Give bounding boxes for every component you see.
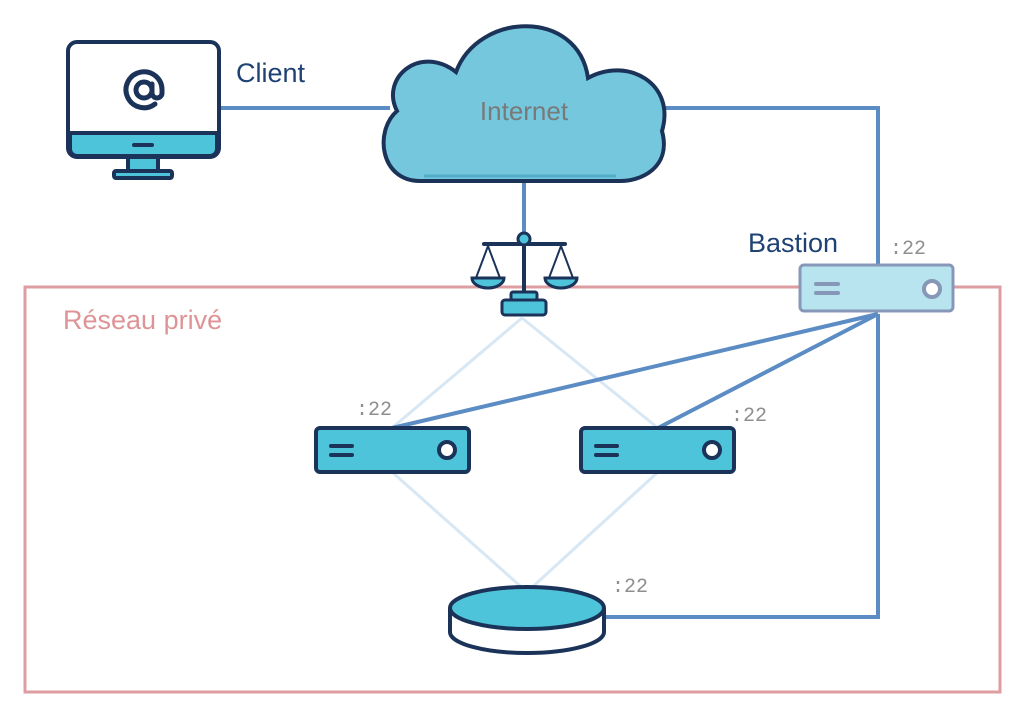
- bastion-host: Bastion :22: [748, 228, 955, 313]
- bastion-to-right-server-line: [657, 312, 879, 430]
- load-balancer: [470, 231, 579, 317]
- internet-label: Internet: [480, 96, 569, 126]
- lb-to-left-server-line: [391, 316, 523, 430]
- computer-at-icon: [66, 40, 221, 180]
- server-icon: [314, 426, 471, 474]
- bastion-label: Bastion: [748, 228, 838, 258]
- internet-cloud: Internet: [381, 24, 667, 184]
- bastion-to-database-line: [604, 314, 880, 619]
- database-port-label: :22: [612, 576, 648, 599]
- server-icon: [579, 426, 736, 474]
- right-server-to-db-line: [525, 470, 660, 594]
- database-icon: [448, 585, 606, 655]
- left-server-to-db-line: [391, 470, 528, 594]
- internet-to-bastion-line: [655, 106, 880, 265]
- private-network-label: Réseau privé: [63, 305, 222, 335]
- bastion-port-label: :22: [890, 238, 926, 261]
- private-network-boundary: [23, 285, 1002, 694]
- server-left: :22: [314, 399, 471, 474]
- balance-scale-icon: [470, 231, 579, 317]
- main-connections: [220, 106, 880, 619]
- database: :22: [448, 576, 648, 655]
- cloud-icon: [381, 24, 667, 184]
- server-left-port-label: :22: [356, 399, 392, 422]
- lb-to-right-server-line: [521, 316, 659, 430]
- bastion-to-left-server-line: [391, 312, 879, 430]
- client-label: Client: [236, 58, 306, 88]
- server-right-port-label: :22: [731, 405, 767, 428]
- server-icon: [798, 263, 955, 313]
- internal-connections: [391, 316, 660, 594]
- client-computer: Client: [66, 40, 306, 180]
- server-right: :22: [579, 405, 767, 474]
